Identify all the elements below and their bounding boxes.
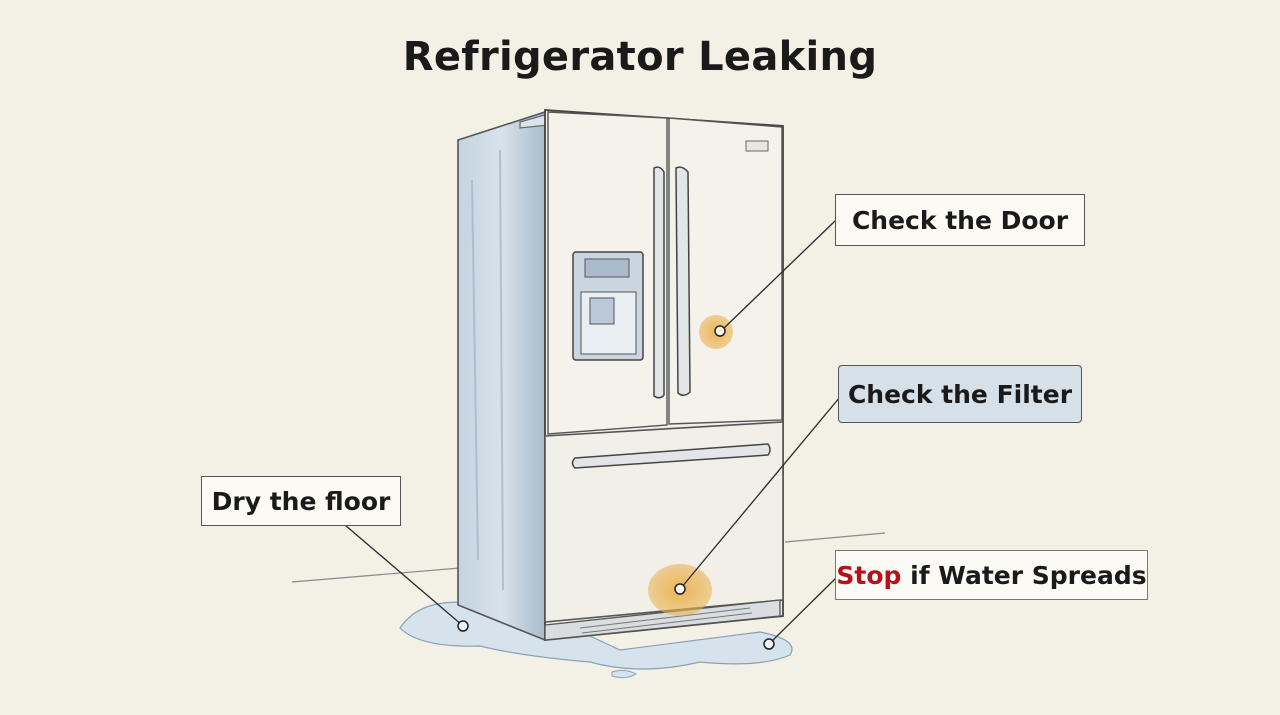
spreads-text: if Water Spreads (901, 560, 1147, 590)
label-dry-floor: Dry the floor (201, 476, 401, 526)
callout-dot (714, 325, 726, 337)
label-check-door: Check the Door (835, 194, 1085, 246)
floor-line-left (291, 567, 461, 583)
page-title: Refrigerator Leaking (402, 34, 878, 80)
right-door (668, 117, 783, 425)
label-dry-floor-text: Dry the floor (211, 486, 391, 516)
freezer-drawer (544, 421, 784, 623)
stop-word: Stop (836, 560, 902, 590)
leader-floor (344, 524, 463, 626)
callout-dot (674, 583, 686, 595)
callout-dot (763, 638, 775, 650)
label-stop-water-spreads: Stop if Water Spreads (835, 550, 1148, 600)
callout-dot (457, 620, 469, 632)
label-check-door-text: Check the Door (851, 205, 1069, 235)
label-check-filter: Check the Filter (838, 365, 1082, 423)
leader-door (721, 220, 836, 331)
floor-line-right (784, 532, 886, 543)
water-drop (611, 669, 638, 679)
leader-spreads (769, 577, 837, 644)
label-check-filter-text: Check the Filter (847, 379, 1073, 409)
leader-filter (680, 396, 841, 589)
